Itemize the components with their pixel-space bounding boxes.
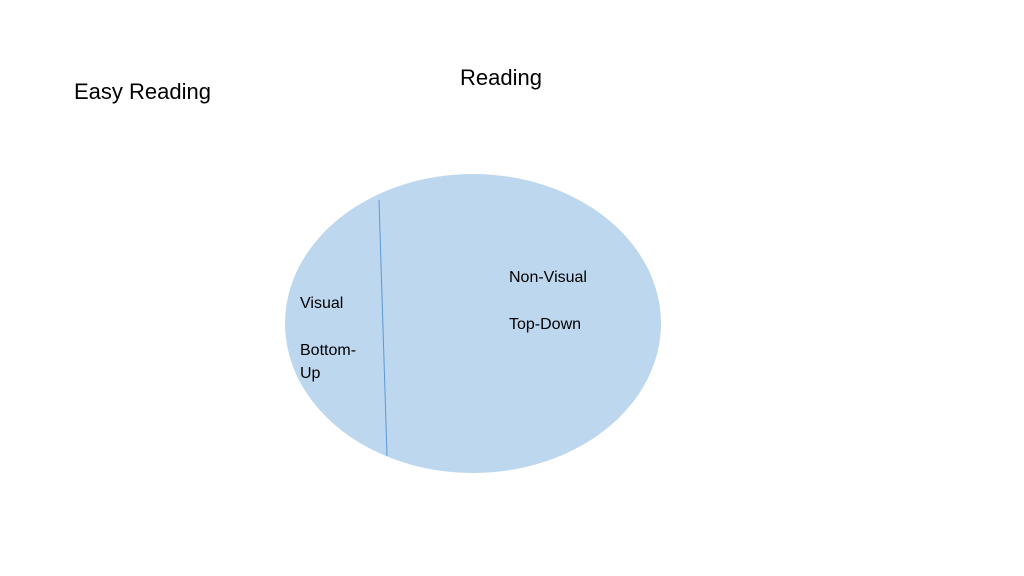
visual-label: Visual [300,295,344,312]
top-down-label: Top-Down [509,316,582,333]
bottom-up-label: Bottom-Up [300,342,357,382]
reading-heading: Reading [460,65,542,90]
ellipse-divider-line [378,199,388,457]
non-visual-label: Non-Visual [509,269,587,286]
reading-ellipse [285,174,661,473]
easy-reading-heading: Easy Reading [74,79,211,104]
